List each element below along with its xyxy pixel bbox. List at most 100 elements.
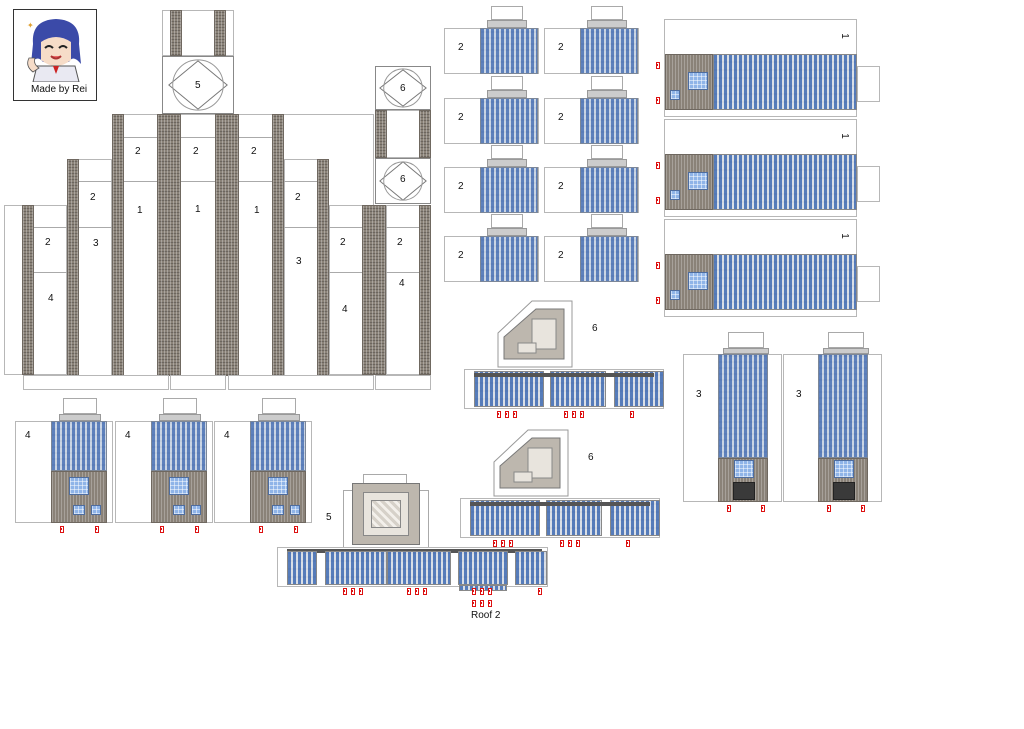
red-glue-mark-icon: [480, 588, 484, 595]
red-glue-mark-icon: [423, 588, 427, 595]
side-flap: [857, 66, 880, 102]
window-block: [580, 98, 638, 144]
window-block: [580, 28, 638, 74]
part-label: 2: [558, 112, 564, 123]
window-band: [713, 54, 857, 110]
window-band: [550, 371, 606, 407]
window-block: [51, 421, 107, 471]
window-band: [458, 551, 508, 585]
lobby-glass: [272, 505, 284, 515]
red-glue-mark-icon: [656, 297, 660, 304]
red-glue-mark-icon: [580, 411, 584, 418]
window-block: [151, 421, 207, 471]
facade-strip: [112, 114, 124, 376]
part-label: 4: [25, 430, 31, 441]
tab-base: [487, 20, 527, 28]
part-label: 5: [326, 512, 332, 523]
part-label: 1: [838, 33, 850, 39]
red-glue-mark-icon: [656, 162, 660, 169]
credit-box: ✦ Made by Rei: [13, 9, 97, 101]
part-label: 4: [48, 293, 54, 304]
part-label: 2: [251, 146, 257, 157]
tab-top: [491, 145, 523, 159]
facade-strip: [215, 114, 239, 376]
octagon-roof-6a: 6: [375, 66, 431, 110]
part-label: 1: [838, 233, 850, 239]
part-label: 2: [193, 146, 199, 157]
tab-base: [487, 90, 527, 98]
window-band: [287, 551, 317, 585]
red-glue-mark-icon: [505, 411, 509, 418]
part-label: 1: [254, 205, 260, 216]
red-glue-mark-icon: [538, 588, 542, 595]
facade-strip: [22, 205, 34, 375]
facade-strip: [375, 110, 387, 158]
window-band: [387, 551, 451, 585]
red-glue-mark-icon: [656, 62, 660, 69]
part-label: 1: [838, 133, 850, 139]
facade-strip: [419, 205, 431, 375]
part-label: 2: [45, 237, 51, 248]
part-label: 3: [696, 389, 702, 400]
window-band: [610, 500, 660, 536]
lobby-glass: [73, 505, 85, 515]
window-band: [515, 551, 547, 585]
red-glue-mark-icon: [472, 600, 476, 607]
part-label: 4: [399, 278, 405, 289]
red-glue-mark-icon: [195, 526, 199, 533]
part-label: 2: [340, 237, 346, 248]
part-label: 2: [90, 192, 96, 203]
facade-strip: [272, 114, 284, 376]
red-glue-mark-icon: [60, 526, 64, 533]
lobby-glass: [734, 460, 754, 478]
tab-base: [587, 20, 627, 28]
window-band: [325, 551, 387, 585]
entrance: [833, 482, 855, 500]
part-label: 2: [458, 42, 464, 53]
tab-top: [163, 398, 197, 414]
lobby-glass: [688, 272, 708, 290]
tab-top: [491, 76, 523, 90]
red-glue-mark-icon: [656, 97, 660, 104]
lobby-glass: [268, 477, 288, 495]
part-label: 2: [558, 181, 564, 192]
red-glue-mark-icon: [861, 505, 865, 512]
part-label: 3: [296, 256, 302, 267]
tab-base: [59, 414, 101, 421]
lobby-glass: [173, 505, 185, 515]
tab-base: [159, 414, 201, 421]
part6-roof: [497, 300, 573, 368]
lobby-glass: [670, 190, 680, 200]
roof2-caption: Roof 2: [471, 610, 501, 621]
window-block: [580, 167, 638, 213]
window-band: [713, 154, 857, 210]
red-glue-mark-icon: [656, 262, 660, 269]
lobby-glass: [688, 172, 708, 190]
tab-base: [587, 159, 627, 167]
window-block: [480, 167, 538, 213]
roof-rail: [470, 502, 650, 506]
part-label: 5: [195, 80, 201, 91]
window-block: [480, 28, 538, 74]
red-glue-mark-icon: [576, 540, 580, 547]
part-label: 2: [295, 192, 301, 203]
red-glue-mark-icon: [294, 526, 298, 533]
red-glue-mark-icon: [572, 411, 576, 418]
red-glue-mark-icon: [359, 588, 363, 595]
tab-top: [828, 332, 864, 348]
window-band: [474, 371, 544, 407]
step-far-left: [4, 205, 67, 375]
part-label: 1: [137, 205, 143, 216]
entrance: [733, 482, 755, 500]
facade-strip: [67, 159, 79, 376]
red-glue-mark-icon: [761, 505, 765, 512]
red-glue-mark-icon: [407, 588, 411, 595]
tab-base: [487, 159, 527, 167]
part-label: 6: [592, 323, 598, 334]
glue-flap: [170, 375, 226, 390]
tab-top: [491, 214, 523, 228]
red-glue-mark-icon: [656, 197, 660, 204]
part-label: 1: [195, 204, 201, 215]
window-block: [818, 354, 868, 458]
